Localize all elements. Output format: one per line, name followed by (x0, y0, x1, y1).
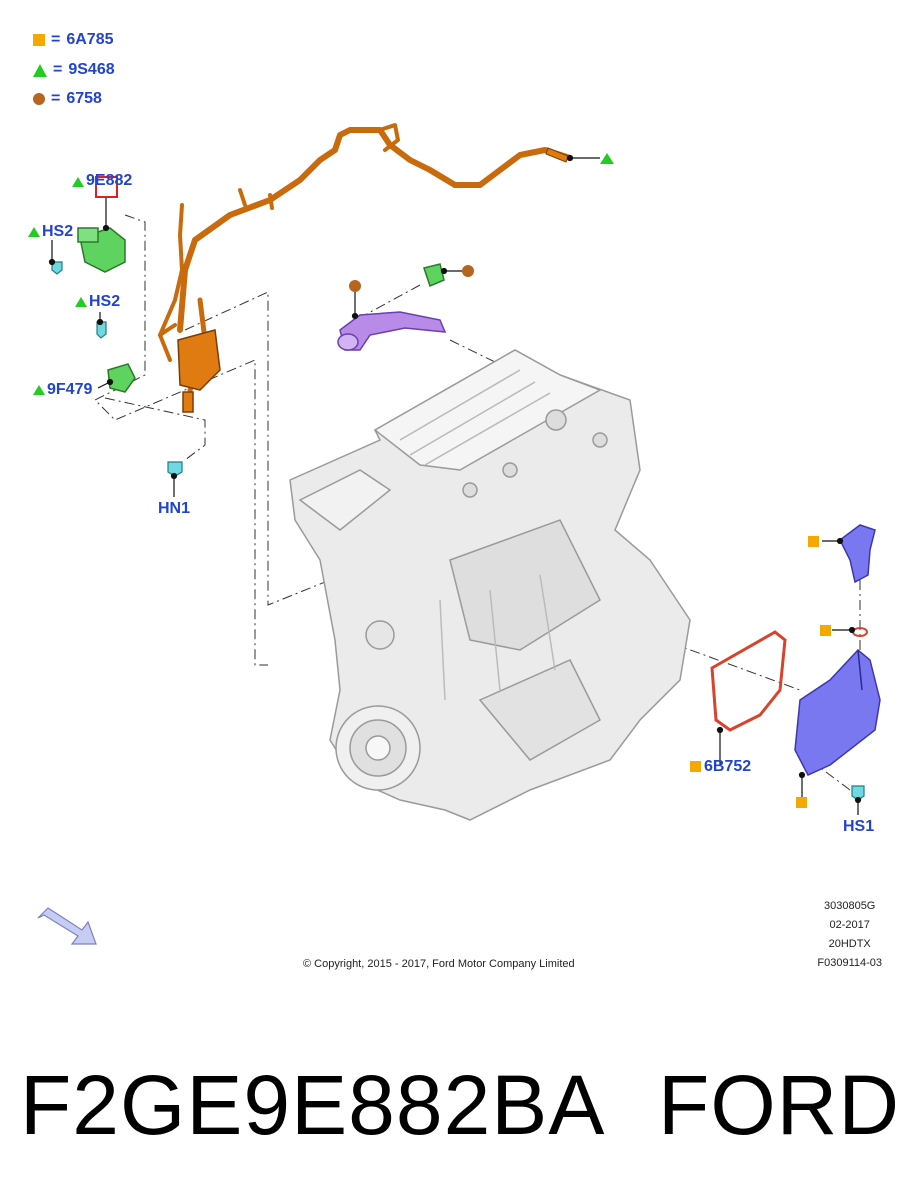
pcv-tube (839, 524, 876, 584)
callout-9f479: 9F479 (47, 381, 93, 398)
legend-row-circle: = 6758 (33, 88, 102, 110)
legend-code: 6758 (66, 90, 102, 107)
exploded-parts-diagram (28, 123, 881, 945)
harness-bracket (177, 329, 221, 413)
square-icon (808, 536, 819, 547)
triangle-icon (33, 385, 45, 395)
callout-9e882: 9E882 (86, 172, 133, 189)
sensor-9f479 (107, 363, 136, 393)
sensor-9e882 (77, 227, 126, 273)
bolt-hn1 (167, 461, 183, 477)
callout-hs2-mid: HS2 (89, 293, 121, 310)
meta-line: 3030805G (823, 900, 876, 912)
circle-icon (33, 93, 45, 105)
bolt-hs2-mid (96, 321, 107, 339)
gasket-6b752 (710, 630, 787, 732)
bolts (51, 261, 865, 801)
highlight-box (95, 176, 118, 198)
triangle-icon (75, 297, 87, 307)
triangle-icon (72, 177, 84, 187)
copyright-text: © Copyright, 2015 - 2017, Ford Motor Com… (303, 958, 575, 970)
triangle-icon (33, 63, 47, 77)
part-number-caption: F2GE9E882BA FORD (20, 1050, 900, 1160)
purple-hose (337, 311, 447, 351)
bolt-hs2-top (51, 261, 63, 275)
legend-code: 9S468 (68, 61, 115, 78)
legend-equals: = (53, 61, 63, 78)
square-icon (796, 797, 807, 808)
engine-block (289, 349, 691, 821)
triangle-icon (600, 153, 614, 164)
meta-line: 20HDTX (828, 938, 871, 950)
legend-equals: = (51, 90, 61, 107)
circle-icon (349, 280, 361, 292)
legend-row-triangle: = 9S468 (33, 59, 115, 81)
callout-hs1: HS1 (843, 818, 875, 835)
drawing-meta: 3030805G 02-2017 20HDTX F0309114-03 (817, 897, 882, 973)
meta-line: 02-2017 (829, 919, 870, 931)
square-icon (33, 34, 45, 46)
meta-line: F0309114-03 (817, 957, 882, 969)
square-icon (820, 625, 831, 636)
legend-code: 6A785 (66, 31, 114, 48)
bolt-hs1 (851, 785, 865, 801)
callout-hs2-top: HS2 (42, 223, 74, 240)
callout-symbols (28, 153, 831, 808)
harness-end-connector (545, 147, 569, 163)
square-icon (690, 761, 701, 772)
sensor-green-right (423, 263, 445, 288)
wiring-harness (158, 123, 573, 393)
oil-separator (794, 648, 881, 776)
callout-leaders (48, 154, 862, 815)
triangle-icon (28, 227, 40, 237)
callout-6b752: 6B752 (704, 758, 752, 775)
callout-hn1: HN1 (158, 500, 191, 517)
part-number: F2GE9E882BA (20, 1057, 606, 1152)
brand-name: FORD (658, 1057, 900, 1152)
circle-icon (462, 265, 474, 277)
legend-row-square: = 6A785 (33, 29, 114, 51)
view-direction-arrow-icon (37, 907, 97, 945)
legend-equals: = (51, 31, 61, 48)
